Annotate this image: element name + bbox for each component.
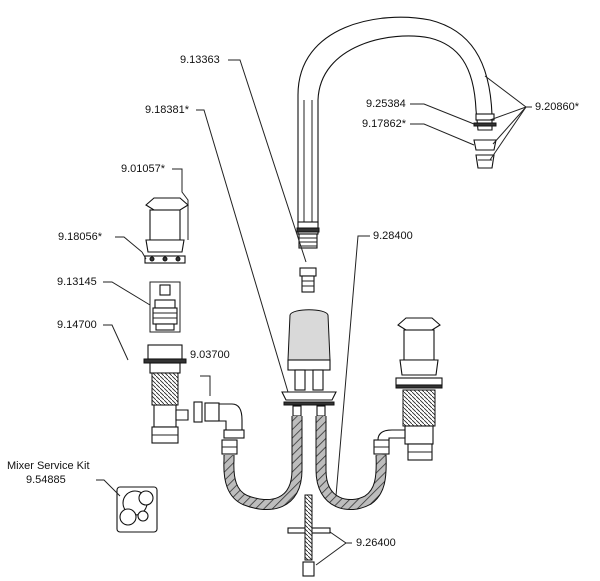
label-9-13145: 9.13145 <box>57 276 97 288</box>
label-9-13363: 9.13363 <box>180 54 220 66</box>
left-cartridge <box>152 284 178 331</box>
left-valve-body <box>143 344 189 444</box>
label-9-20860: 9.20860* <box>535 101 580 113</box>
label-service-kit-code: 9.54885 <box>26 474 66 486</box>
center-body <box>281 309 337 417</box>
gooseneck-spout <box>296 16 493 249</box>
label-9-18381: 9.18381* <box>145 104 190 116</box>
mounting-rod <box>287 494 331 577</box>
label-9-17862: 9.17862* <box>362 118 407 130</box>
label-9-01057: 9.01057* <box>121 163 166 175</box>
right-handle-assembly <box>395 317 443 389</box>
label-9-03700: 9.03700 <box>190 349 230 361</box>
label-service-kit-title: Mixer Service Kit <box>7 460 90 472</box>
spout-aerator-parts <box>473 113 497 169</box>
right-valve-body <box>377 389 436 461</box>
label-9-18056: 9.18056* <box>58 231 103 243</box>
left-handle-assembly <box>144 197 189 264</box>
label-9-28400: 9.28400 <box>373 230 413 242</box>
label-9-14700: 9.14700 <box>57 319 97 331</box>
label-9-25384: 9.25384 <box>366 98 406 110</box>
elbow-fitting <box>193 401 245 439</box>
label-9-26400: 9.26400 <box>356 537 396 549</box>
braided-hoses <box>221 416 390 511</box>
spout-adapter <box>299 267 317 293</box>
service-kit-box <box>116 486 158 533</box>
leader-lines <box>96 59 532 566</box>
